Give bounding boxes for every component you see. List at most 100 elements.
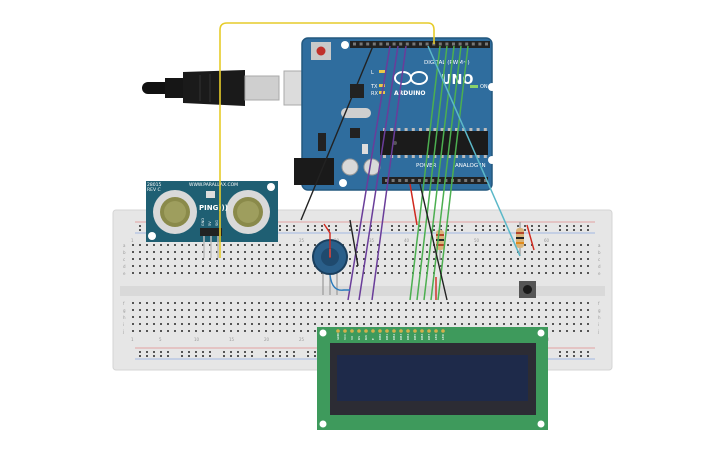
wire-cyan[interactable] [427, 45, 521, 257]
tie-hole [496, 265, 498, 267]
tie-hole [489, 323, 491, 325]
wire-blue[interactable] [329, 274, 350, 291]
tie-hole [258, 316, 260, 318]
tie-hole [405, 309, 407, 311]
header-pin [478, 42, 482, 46]
tie-hole [419, 265, 421, 267]
row-letter: e [598, 271, 601, 276]
tie-hole [454, 251, 456, 253]
rail-hole [139, 351, 141, 353]
tie-hole [545, 302, 547, 304]
ping-sensor[interactable]: 28015 REV C WWW.PARALLAX.COM PING))) GND… [146, 181, 278, 258]
header-pin [404, 179, 408, 182]
wire-black[interactable] [419, 183, 448, 301]
power-jack[interactable] [294, 158, 334, 185]
lcd-pin [364, 329, 368, 333]
tie-hole [559, 258, 561, 260]
lcd-pin-label: DB0 [378, 334, 382, 340]
wire-purple[interactable] [358, 45, 399, 301]
wire-green[interactable] [423, 45, 455, 301]
wire-green[interactable] [416, 45, 448, 301]
tie-hole [475, 272, 477, 274]
tie-hole [468, 272, 470, 274]
usb-strain-relief [165, 78, 185, 98]
wire-black[interactable] [349, 219, 359, 267]
tie-hole [447, 272, 449, 274]
rail-hole [412, 225, 414, 227]
power-analog-header[interactable] [382, 177, 488, 184]
tie-hole [391, 244, 393, 246]
resistor-band [436, 244, 444, 246]
tie-hole [419, 258, 421, 260]
resistor-2[interactable] [516, 222, 524, 256]
header-pin [464, 179, 468, 182]
tie-hole [552, 251, 554, 253]
ping-header[interactable] [200, 228, 222, 236]
reset-button-cap[interactable] [316, 46, 326, 56]
tie-hole [188, 258, 190, 260]
tie-hole [272, 323, 274, 325]
lcd-pin [406, 329, 410, 333]
push-button-cap[interactable] [523, 285, 532, 294]
tie-hole [153, 309, 155, 311]
tie-hole [160, 251, 162, 253]
tie-hole [356, 272, 358, 274]
tie-hole [335, 316, 337, 318]
rail-hole [307, 351, 309, 353]
row-letter: i [598, 322, 599, 327]
tie-hole [146, 272, 148, 274]
wire-purple[interactable] [371, 45, 407, 301]
resistor-band [436, 239, 444, 241]
tie-hole [559, 272, 561, 274]
lcd-pin [413, 329, 417, 333]
wire-yellow[interactable] [219, 22, 435, 258]
tie-hole [160, 272, 162, 274]
tie-hole [132, 330, 134, 332]
tie-hole [356, 323, 358, 325]
wire-red[interactable] [526, 224, 535, 251]
tie-hole [580, 309, 582, 311]
wire-purple[interactable] [347, 45, 391, 301]
tie-hole [307, 258, 309, 260]
rail-hole [209, 351, 211, 353]
rail-hole [503, 225, 505, 227]
tie-hole [300, 244, 302, 246]
tie-hole [510, 251, 512, 253]
tie-hole [307, 309, 309, 311]
tie-hole [545, 316, 547, 318]
rail-hole [139, 225, 141, 227]
header-pin [452, 42, 455, 46]
on-label: ON [480, 84, 488, 90]
tie-hole [146, 309, 148, 311]
rail-hole [209, 355, 211, 357]
wire-red[interactable] [409, 183, 418, 226]
tie-hole [293, 265, 295, 267]
wire-green[interactable] [409, 45, 441, 301]
arduino-border [301, 37, 493, 191]
rail-hole [482, 229, 484, 231]
tie-hole [405, 272, 407, 274]
rail-hole [391, 225, 393, 227]
header-pin [385, 179, 388, 182]
wire-green[interactable] [437, 45, 469, 301]
rail-hole [363, 229, 365, 231]
header-pin [419, 42, 422, 46]
tie-hole [475, 251, 477, 253]
tie-hole [293, 323, 295, 325]
tie-hole [328, 302, 330, 304]
wire-green[interactable] [430, 45, 462, 301]
rail-hole [475, 225, 477, 227]
wire-black[interactable] [300, 45, 374, 221]
tie-hole [195, 258, 197, 260]
tie-hole [265, 265, 267, 267]
row-letter: i [123, 322, 124, 327]
tie-hole [587, 330, 589, 332]
tie-hole [265, 258, 267, 260]
tie-hole [258, 265, 260, 267]
wire-red[interactable] [323, 223, 331, 258]
tie-hole [384, 272, 386, 274]
push-button[interactable] [519, 281, 536, 298]
tie-hole [580, 265, 582, 267]
